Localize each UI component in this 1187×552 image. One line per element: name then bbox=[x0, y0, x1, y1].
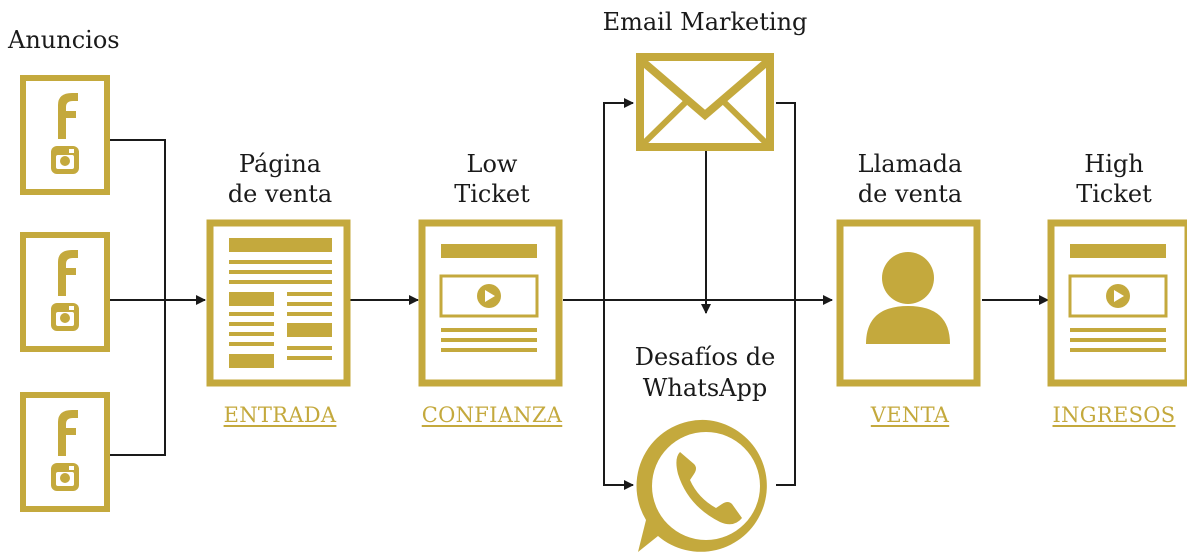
envelope-icon bbox=[636, 53, 774, 151]
instagram-icon bbox=[51, 463, 79, 491]
facebook-icon bbox=[58, 250, 78, 296]
line-whatsapp-right bbox=[776, 300, 796, 486]
sales-page-link-entrada[interactable]: ENTRADA bbox=[223, 403, 337, 427]
low-ticket-video-page-icon bbox=[418, 219, 563, 387]
connector-ad1 bbox=[110, 139, 166, 456]
sales-call-title-line1: Llamada bbox=[857, 150, 963, 178]
whatsapp-title-line2: WhatsApp bbox=[642, 374, 768, 402]
arrow-to-whatsapp bbox=[603, 300, 634, 490]
low-ticket-link-confianza[interactable]: CONFIANZA bbox=[421, 403, 563, 427]
facebook-icon bbox=[58, 93, 78, 139]
high-ticket-title-line2: Ticket bbox=[1076, 180, 1152, 208]
sales-page-title-line2: de venta bbox=[227, 180, 333, 208]
ads-label: Anuncios bbox=[8, 26, 120, 54]
ad-box-2 bbox=[20, 232, 110, 352]
high-ticket-title-line1: High bbox=[1084, 150, 1144, 178]
sales-page-title-line1: Página bbox=[238, 150, 322, 178]
facebook-icon bbox=[58, 410, 78, 456]
instagram-icon bbox=[51, 146, 79, 174]
low-ticket-title-line2: Ticket bbox=[454, 180, 530, 208]
line-email-right bbox=[776, 102, 796, 300]
whatsapp-icon bbox=[636, 419, 767, 552]
ad-box-3 bbox=[20, 392, 110, 512]
low-ticket-title-line1: Low bbox=[466, 150, 518, 178]
sales-page-icon bbox=[206, 219, 351, 387]
arrow-to-email bbox=[603, 98, 634, 300]
whatsapp-title-line1: Desafíos de bbox=[634, 343, 776, 371]
high-ticket-video-page-icon bbox=[1047, 219, 1187, 387]
instagram-icon bbox=[51, 303, 79, 331]
person-icon bbox=[836, 219, 981, 387]
high-ticket-link-ingresos[interactable]: INGRESOS bbox=[1052, 403, 1176, 427]
email-title: Email Marketing bbox=[602, 8, 808, 36]
ad-box-1 bbox=[20, 75, 110, 195]
sales-call-title-line2: de venta bbox=[857, 180, 963, 208]
connectors bbox=[110, 98, 1049, 490]
sales-call-link-venta[interactable]: VENTA bbox=[870, 403, 950, 427]
